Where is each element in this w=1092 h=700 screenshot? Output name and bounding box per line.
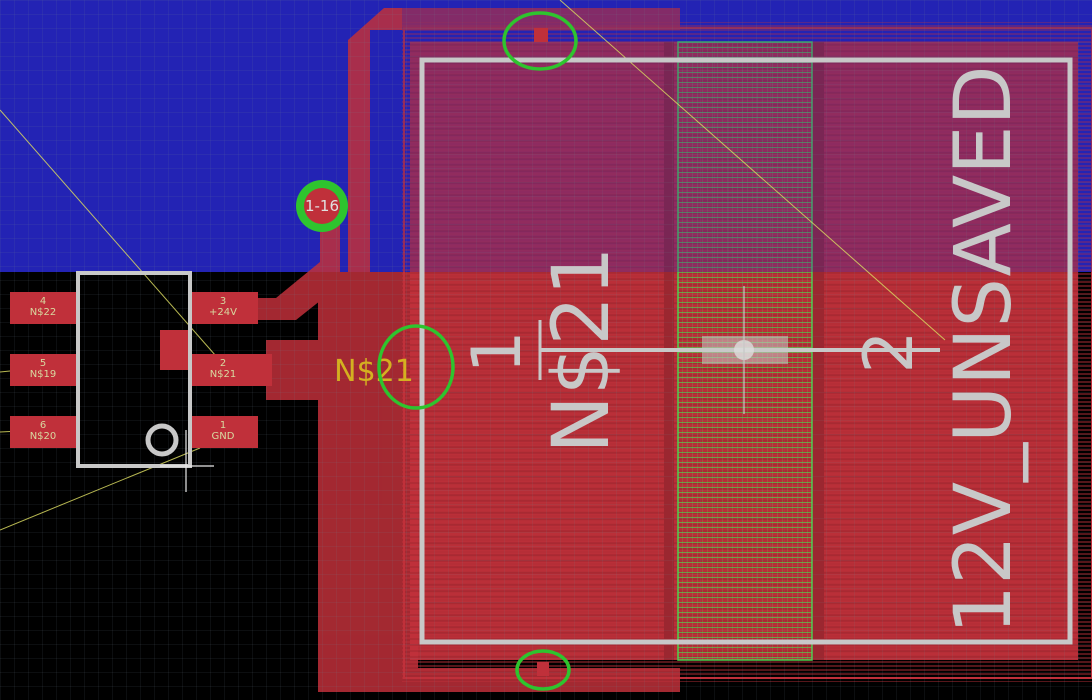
pad-net: N$20 bbox=[30, 431, 57, 442]
drc-marker-top[interactable] bbox=[502, 11, 578, 71]
pad-number: 4 bbox=[40, 296, 46, 307]
large-part-net-name: N$21 bbox=[537, 246, 627, 453]
pad-2[interactable] bbox=[192, 354, 272, 386]
large-part-outline bbox=[419, 57, 1073, 645]
pad-3[interactable] bbox=[192, 292, 258, 324]
drc-marker-middle[interactable] bbox=[377, 324, 455, 410]
pad-number: 2 bbox=[220, 358, 226, 369]
pad-net: N$19 bbox=[30, 369, 57, 380]
pad-number: 5 bbox=[40, 358, 46, 369]
pad-5[interactable] bbox=[10, 354, 76, 386]
pad-net: +24V bbox=[209, 307, 237, 318]
net-label[interactable]: N$21 bbox=[334, 354, 414, 389]
pad-6[interactable] bbox=[10, 416, 76, 448]
via[interactable]: 1-16 bbox=[296, 180, 348, 232]
pad-number: 6 bbox=[40, 420, 46, 431]
pad-4[interactable] bbox=[10, 292, 76, 324]
pad-number: 1 bbox=[220, 420, 226, 431]
drc-marker-bottom[interactable] bbox=[515, 649, 571, 691]
pad-net: GND bbox=[212, 431, 235, 442]
pad-labels: 4 N$22 5 N$19 6 N$20 3 +24V 2 N$21 1 GND bbox=[30, 296, 237, 442]
pad-1[interactable] bbox=[192, 416, 258, 448]
pad-number: 3 bbox=[220, 296, 226, 307]
large-part-lead bbox=[538, 286, 940, 414]
pad-net: N$21 bbox=[210, 369, 237, 380]
pad-net: N$22 bbox=[30, 307, 57, 318]
drc-markers[interactable] bbox=[377, 11, 578, 691]
pad-left-number: 1 bbox=[458, 330, 537, 373]
ic-component[interactable] bbox=[10, 271, 272, 492]
via-label: 1-16 bbox=[305, 197, 339, 215]
large-part-value: 12V_UNSAVED bbox=[939, 65, 1029, 634]
pad-right-number: 2 bbox=[850, 330, 929, 373]
